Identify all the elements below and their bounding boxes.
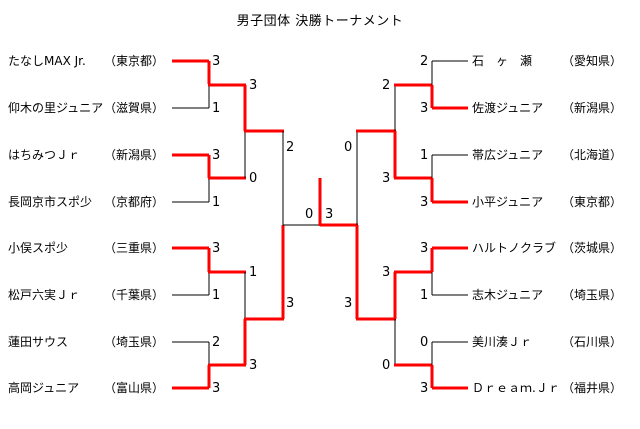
score-right-r1: 3 xyxy=(420,241,429,256)
score-right-r1: 1 xyxy=(420,148,429,163)
team-name: 美川湊Ｊｒ xyxy=(472,335,533,349)
score-right-r1: 3 xyxy=(420,381,429,396)
team-name: 帯広ジュニア xyxy=(472,148,544,162)
team-prefecture: （北海道） xyxy=(562,148,623,162)
score-left-semi: 3 xyxy=(286,296,295,311)
team-prefecture: （埼玉県） xyxy=(562,288,623,302)
team-name: たなしMAX Jr. xyxy=(8,54,86,68)
team-prefecture: （京都府） xyxy=(104,195,165,209)
team-prefecture: （新潟県） xyxy=(104,148,165,162)
score-left-r1: 1 xyxy=(212,195,221,210)
team-prefecture: （東京都） xyxy=(562,195,623,209)
team-prefecture: （福井県） xyxy=(562,381,623,395)
team-prefecture: （千葉県） xyxy=(104,288,165,302)
score-left-r2: 3 xyxy=(249,78,258,93)
score-right-r1: 1 xyxy=(420,288,429,303)
team-prefecture: （新潟県） xyxy=(562,101,623,115)
team-name: 志木ジュニア xyxy=(472,288,544,302)
team-name: 小平ジュニア xyxy=(472,195,544,209)
score-right-r2: 2 xyxy=(382,78,391,93)
team-name: 高岡ジュニア xyxy=(8,381,80,395)
score-right-semi: 0 xyxy=(344,140,353,155)
score-left-r2: 3 xyxy=(249,358,258,373)
team-name: Ｄｒｅａｍ.Ｊｒ xyxy=(472,381,560,395)
tournament-title: 男子団体 決勝トーナメント xyxy=(236,14,404,29)
score-right-r1: 3 xyxy=(420,195,429,210)
team-prefecture: （東京都） xyxy=(104,54,165,68)
score-left-r2: 1 xyxy=(249,265,258,280)
score-left-r1: 1 xyxy=(212,288,221,303)
score-right-r1: 0 xyxy=(420,335,429,350)
team-prefecture: （埼玉県） xyxy=(104,335,165,349)
team-name: 仰木の里ジュニア xyxy=(8,101,104,115)
score-right-r2: 3 xyxy=(382,265,391,280)
score-left-r1: 3 xyxy=(212,148,221,163)
score-right-r2: 0 xyxy=(382,358,391,373)
team-prefecture: （茨城県） xyxy=(562,241,623,255)
team-prefecture: （三重県） xyxy=(104,241,165,255)
score-right-r1: 2 xyxy=(420,54,429,69)
team-name: ハルトノクラブ xyxy=(472,241,557,255)
score-left-r1: 3 xyxy=(212,241,221,256)
team-name: 蓮田サウス xyxy=(8,335,69,349)
team-name: 石 ヶ 瀬 xyxy=(472,54,533,68)
team-name: 長岡京市スポ少 xyxy=(8,195,93,209)
score-right-r1: 3 xyxy=(420,101,429,116)
team-name: 松戸六実Ｊｒ xyxy=(8,288,81,302)
score-left-r1: 3 xyxy=(212,54,221,69)
score-left-r2: 0 xyxy=(249,171,258,186)
score-final-right: 3 xyxy=(325,207,334,222)
team-prefecture: （石川県） xyxy=(562,335,623,349)
score-right-semi: 3 xyxy=(344,296,353,311)
team-name: 小俣スポ少 xyxy=(8,241,69,255)
score-left-r1: 1 xyxy=(212,101,221,116)
score-left-r1: 3 xyxy=(212,381,221,396)
team-prefecture: （富山県） xyxy=(104,381,165,395)
score-left-semi: 2 xyxy=(286,140,295,155)
team-name: 佐渡ジュニア xyxy=(472,101,544,115)
score-right-r2: 3 xyxy=(382,171,391,186)
team-prefecture: （愛知県） xyxy=(562,54,623,68)
team-name: はちみつＪｒ xyxy=(8,148,81,162)
score-left-r1: 2 xyxy=(212,335,221,350)
team-prefecture: （滋賀県） xyxy=(104,101,165,115)
score-final-left: 0 xyxy=(305,207,314,222)
